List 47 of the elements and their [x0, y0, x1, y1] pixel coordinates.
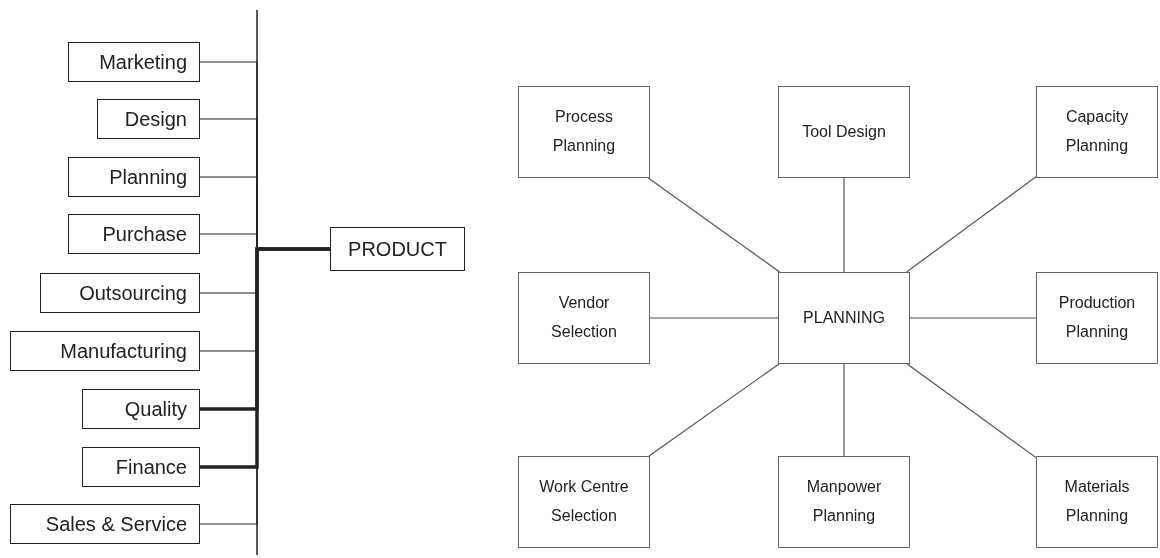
box-label: Work Centre Selection — [538, 477, 630, 526]
box-label: Outsourcing — [79, 281, 187, 305]
connector-line — [200, 247, 330, 469]
box-label: Finance — [115, 455, 187, 479]
box-label: Marketing — [99, 50, 187, 74]
box-label: Tool Design — [802, 121, 886, 142]
box — [68, 214, 200, 254]
connector-line — [843, 177, 845, 273]
box — [40, 273, 200, 313]
box — [330, 227, 465, 271]
box — [1036, 86, 1158, 178]
box — [10, 331, 200, 371]
box — [778, 272, 910, 364]
box-label: Capacity Planning — [1064, 107, 1130, 156]
connector-line — [905, 176, 1037, 273]
connector-line — [648, 363, 780, 457]
box — [68, 157, 200, 197]
box-label: Materials Planning — [1063, 477, 1131, 526]
box — [518, 272, 650, 364]
box — [68, 42, 200, 82]
box — [1036, 272, 1158, 364]
box-label: Manufacturing — [60, 339, 187, 363]
connector-line — [649, 317, 779, 319]
box — [82, 389, 200, 429]
box — [778, 86, 910, 178]
box — [518, 86, 650, 178]
box — [10, 504, 200, 544]
box — [778, 456, 910, 548]
box-label: Production Planning — [1057, 293, 1137, 342]
connector-line — [647, 177, 781, 273]
box-label: PLANNING — [803, 307, 885, 328]
connector-line — [843, 363, 845, 457]
box-label: PRODUCT — [348, 237, 447, 261]
box-label: Manpower Planning — [805, 477, 883, 526]
box-label: Purchase — [102, 222, 187, 246]
box — [1036, 456, 1158, 548]
box-label: Vendor Selection — [550, 293, 618, 342]
box-label: Quality — [124, 397, 187, 421]
box-label: Sales & Service — [45, 512, 187, 536]
connector-line — [909, 317, 1037, 319]
box-label: Design — [124, 107, 187, 131]
box — [518, 456, 650, 548]
box — [82, 447, 200, 487]
box-label: Process Planning — [551, 107, 617, 156]
box — [97, 99, 200, 139]
connector-line — [906, 363, 1037, 459]
box-label: Planning — [109, 165, 187, 189]
